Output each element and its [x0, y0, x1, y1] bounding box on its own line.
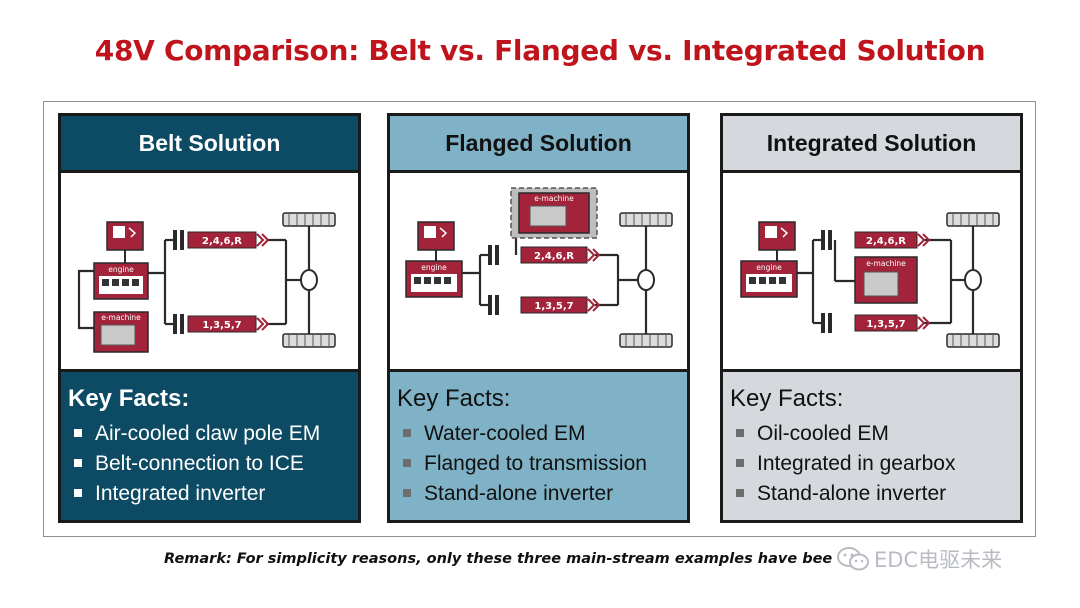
gear-bottom-label: 1,3,5,7: [534, 301, 573, 312]
bullet-icon: [74, 429, 82, 437]
remark-note: Remark: For simplicity reasons, only the…: [164, 551, 833, 567]
panel-heading: Belt Solution: [61, 116, 358, 173]
clutch-icon: [821, 230, 832, 333]
clutch-icon: [173, 230, 184, 334]
key-fact: Belt-connection to ICE: [68, 448, 358, 478]
key-fact: Water-cooled EM: [397, 418, 687, 448]
key-fact: Stand-alone inverter: [730, 478, 1020, 508]
clutch-icon: [488, 245, 499, 315]
key-fact: Stand-alone inverter: [397, 478, 687, 508]
flanged-solution-panel: Flanged Solution: [387, 113, 690, 523]
bullet-icon: [736, 429, 744, 437]
fuel-tank-icon: [758, 221, 796, 251]
bullet-icon: [74, 489, 82, 497]
panel-heading: Integrated Solution: [723, 116, 1020, 173]
differential-icon: [637, 269, 655, 291]
key-fact: Integrated inverter: [68, 478, 358, 508]
gear-top-label: 2,4,6,R: [534, 251, 574, 262]
bullet-icon: [403, 459, 411, 467]
gear-box-icon: [187, 231, 270, 333]
comparison-frame: Belt Solution: [43, 101, 1036, 537]
key-facts-title: Key Facts:: [68, 385, 190, 412]
engine-label: engine: [108, 265, 134, 274]
page-title: 48V Comparison: Belt vs. Flanged vs. Int…: [94, 34, 986, 67]
engine-icon: [93, 262, 149, 300]
engine-label: engine: [421, 263, 447, 272]
belt-solution-panel: Belt Solution: [58, 113, 361, 523]
key-facts-box: Key Facts: Air-cooled claw pole EM Belt-…: [61, 369, 358, 520]
gear-box-icon: [854, 231, 931, 332]
fuel-tank-icon: [417, 221, 455, 251]
bullet-icon: [736, 459, 744, 467]
integrated-diagram: engine 2,4,6,R 1,3,5,7 e-machine: [723, 173, 1020, 369]
e-machine-icon: [854, 256, 918, 304]
wechat-icon: [837, 547, 869, 571]
wheel-icon: [619, 212, 673, 348]
engine-icon: [405, 260, 463, 298]
differential-icon: [964, 269, 982, 291]
panel-heading: Flanged Solution: [390, 116, 687, 173]
watermark: EDC电驱未来: [836, 544, 1002, 574]
bullet-icon: [736, 489, 744, 497]
key-facts-box: Key Facts: Oil-cooled EM Integrated in g…: [723, 369, 1020, 520]
wheel-icon: [946, 212, 1000, 348]
gear-top-label: 2,4,6,R: [202, 236, 242, 247]
watermark-text: EDC电驱未来: [874, 548, 1003, 572]
key-fact: Flanged to transmission: [397, 448, 687, 478]
gear-bottom-label: 1,3,5,7: [202, 320, 241, 331]
gear-bottom-label: 1,3,5,7: [866, 319, 905, 330]
key-facts-box: Key Facts: Water-cooled EM Flanged to tr…: [390, 369, 687, 520]
e-machine-label: e-machine: [101, 313, 141, 322]
key-fact: Oil-cooled EM: [730, 418, 1020, 448]
e-machine-label: e-machine: [534, 194, 574, 203]
engine-icon: [740, 260, 798, 298]
wheel-icon: [282, 212, 336, 348]
bullet-icon: [403, 489, 411, 497]
e-machine-icon: [518, 192, 590, 234]
key-facts-title: Key Facts:: [730, 385, 844, 412]
gear-box-icon: [520, 246, 601, 314]
key-fact: Air-cooled claw pole EM: [68, 418, 358, 448]
gear-top-label: 2,4,6,R: [866, 236, 906, 247]
key-fact: Integrated in gearbox: [730, 448, 1020, 478]
key-facts-title: Key Facts:: [397, 385, 511, 412]
bullet-icon: [74, 459, 82, 467]
fuel-tank-icon: [106, 221, 144, 251]
flanged-diagram: e-machine engine: [390, 173, 687, 369]
engine-label: engine: [756, 263, 782, 272]
e-machine-label: e-machine: [866, 259, 906, 268]
integrated-solution-panel: Integrated Solution: [720, 113, 1023, 523]
bullet-icon: [403, 429, 411, 437]
differential-icon: [300, 269, 318, 291]
e-machine-icon: [93, 311, 149, 353]
belt-diagram: engine e-machine: [61, 173, 358, 369]
